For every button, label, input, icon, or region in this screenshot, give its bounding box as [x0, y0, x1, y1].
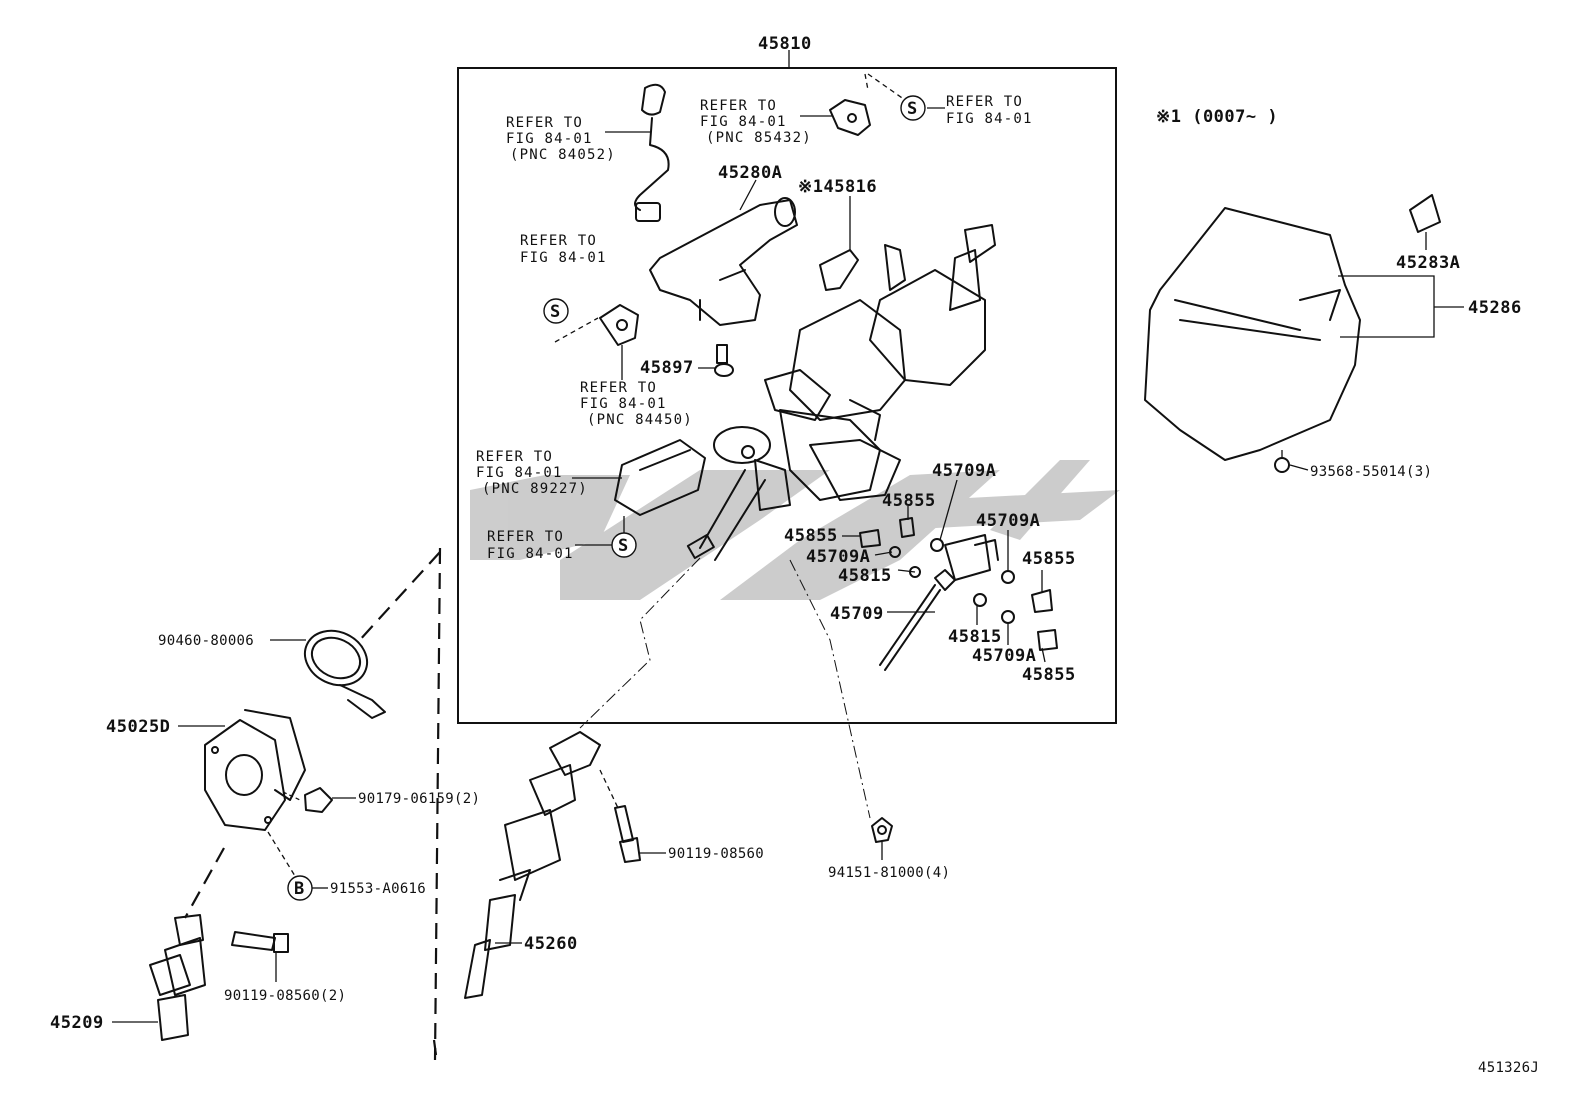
module-89227-part	[614, 439, 706, 516]
svg-text:B: B	[294, 879, 305, 899]
svg-text:REFER TO: REFER TO	[580, 380, 657, 396]
refer-note-s1: REFER TO FIG 84-01	[946, 94, 1033, 127]
cover-45286-part	[1144, 207, 1361, 461]
svg-text:REFER TO: REFER TO	[506, 115, 583, 131]
label-45709a-4: 45709A	[972, 646, 1036, 666]
note-text: ※1 (0007~ )	[1156, 107, 1278, 127]
svg-text:(PNC 85432): (PNC 85432)	[706, 130, 812, 146]
refer-note-s3: REFER TO FIG 84-01	[487, 529, 574, 562]
svg-text:FIG 84-01: FIG 84-01	[487, 546, 574, 562]
assembly-label: 45810	[758, 34, 812, 54]
label-45855-4: 45855	[1022, 665, 1076, 685]
svg-text:(PNC 84052): (PNC 84052)	[510, 147, 616, 163]
svg-text:FIG 84-01: FIG 84-01	[946, 111, 1033, 127]
nut-90179-part	[304, 787, 333, 813]
label-45709a-1: 45709A	[932, 461, 996, 481]
screw-93568-part	[1274, 450, 1290, 473]
s-symbol-1: S	[900, 95, 926, 121]
label-45209: 45209	[50, 1013, 104, 1033]
housing-45025d-part	[204, 709, 306, 831]
guide-line-3	[184, 847, 225, 919]
bolt-90119-a-part	[614, 805, 641, 863]
nut-94151-part	[871, 817, 893, 843]
s-symbol-2: S	[543, 298, 569, 324]
shaft-45260-part	[464, 731, 601, 999]
refer-note-85432: REFER TO FIG 84-01 (PNC 85432)	[700, 98, 812, 146]
svg-text:REFER TO: REFER TO	[520, 233, 597, 249]
b-symbol: B	[287, 875, 313, 901]
label-90119-b: 90119-08560(2)	[224, 988, 346, 1004]
label-45815-2: 45815	[948, 627, 1002, 647]
label-45260: 45260	[524, 934, 578, 954]
svg-text:S: S	[550, 302, 561, 322]
svg-text:S: S	[618, 536, 629, 556]
label-45816: ※145816	[798, 177, 877, 197]
guide-line-1	[433, 547, 442, 1061]
switch-part	[829, 99, 871, 136]
guide-line-4	[579, 557, 701, 729]
refer-note-84052: REFER TO FIG 84-01 (PNC 84052)	[506, 115, 616, 163]
label-45286: 45286	[1468, 298, 1522, 318]
label-45709a-2: 45709A	[976, 511, 1040, 531]
label-45280a: 45280A	[718, 163, 782, 183]
svg-text:REFER TO: REFER TO	[487, 529, 564, 545]
plate-45816-part	[819, 249, 859, 291]
label-45815-1: 45815	[838, 566, 892, 586]
svg-text:(PNC 84450): (PNC 84450)	[587, 412, 693, 428]
figure-code: 451326J	[1478, 1060, 1539, 1076]
watermark-logo	[470, 460, 1120, 600]
label-45283a: 45283A	[1396, 253, 1460, 273]
steering-column-part	[686, 224, 996, 561]
label-93568: 93568-55014(3)	[1310, 464, 1432, 480]
svg-text:FIG 84-01: FIG 84-01	[520, 250, 607, 266]
svg-text:FIG 84-01: FIG 84-01	[580, 396, 667, 412]
joint-45209-part	[149, 914, 206, 1041]
label-45709a-3: 45709A	[806, 547, 870, 567]
refer-note-s2: REFER TO FIG 84-01	[520, 233, 607, 266]
svg-text:REFER TO: REFER TO	[700, 98, 777, 114]
label-90119-a: 90119-08560	[668, 846, 764, 862]
clamp-90460-part	[303, 629, 386, 719]
label-90179: 90179-06159(2)	[358, 791, 480, 807]
label-45855-1: 45855	[882, 491, 936, 511]
svg-text:S: S	[907, 99, 918, 119]
s-symbol-3: S	[611, 532, 637, 558]
label-45855-3: 45855	[1022, 549, 1076, 569]
guide-line-2	[357, 551, 441, 643]
label-45897: 45897	[640, 358, 694, 378]
svg-text:REFER TO: REFER TO	[476, 449, 553, 465]
label-94151: 94151-81000(4)	[828, 865, 950, 881]
guide-line-6	[432, 1039, 438, 1056]
svg-text:REFER TO: REFER TO	[946, 94, 1023, 110]
guide-line-5	[789, 559, 871, 819]
svg-text:FIG 84-01: FIG 84-01	[506, 131, 593, 147]
refer-note-89227: REFER TO FIG 84-01 (PNC 89227)	[476, 449, 588, 497]
label-90460: 90460-80006	[158, 633, 254, 649]
bolt-90119-b-part	[231, 931, 289, 953]
refer-note-84450: REFER TO FIG 84-01 (PNC 84450)	[580, 380, 693, 428]
sensor-wire-part	[634, 83, 670, 222]
label-91553: 91553-A0616	[330, 881, 426, 897]
bracket-45280a-part	[649, 197, 798, 326]
svg-text:FIG 84-01: FIG 84-01	[700, 114, 787, 130]
cap-45283a-part	[1409, 194, 1441, 233]
label-45025d: 45025D	[106, 717, 170, 737]
bolt-45897-part	[714, 344, 734, 377]
svg-text:FIG 84-01: FIG 84-01	[476, 465, 563, 481]
svg-text:(PNC 89227): (PNC 89227)	[482, 481, 588, 497]
label-45709: 45709	[830, 604, 884, 624]
assembly-box	[457, 67, 1117, 724]
sensor-84450-part	[599, 304, 639, 346]
label-45855-2: 45855	[784, 526, 838, 546]
